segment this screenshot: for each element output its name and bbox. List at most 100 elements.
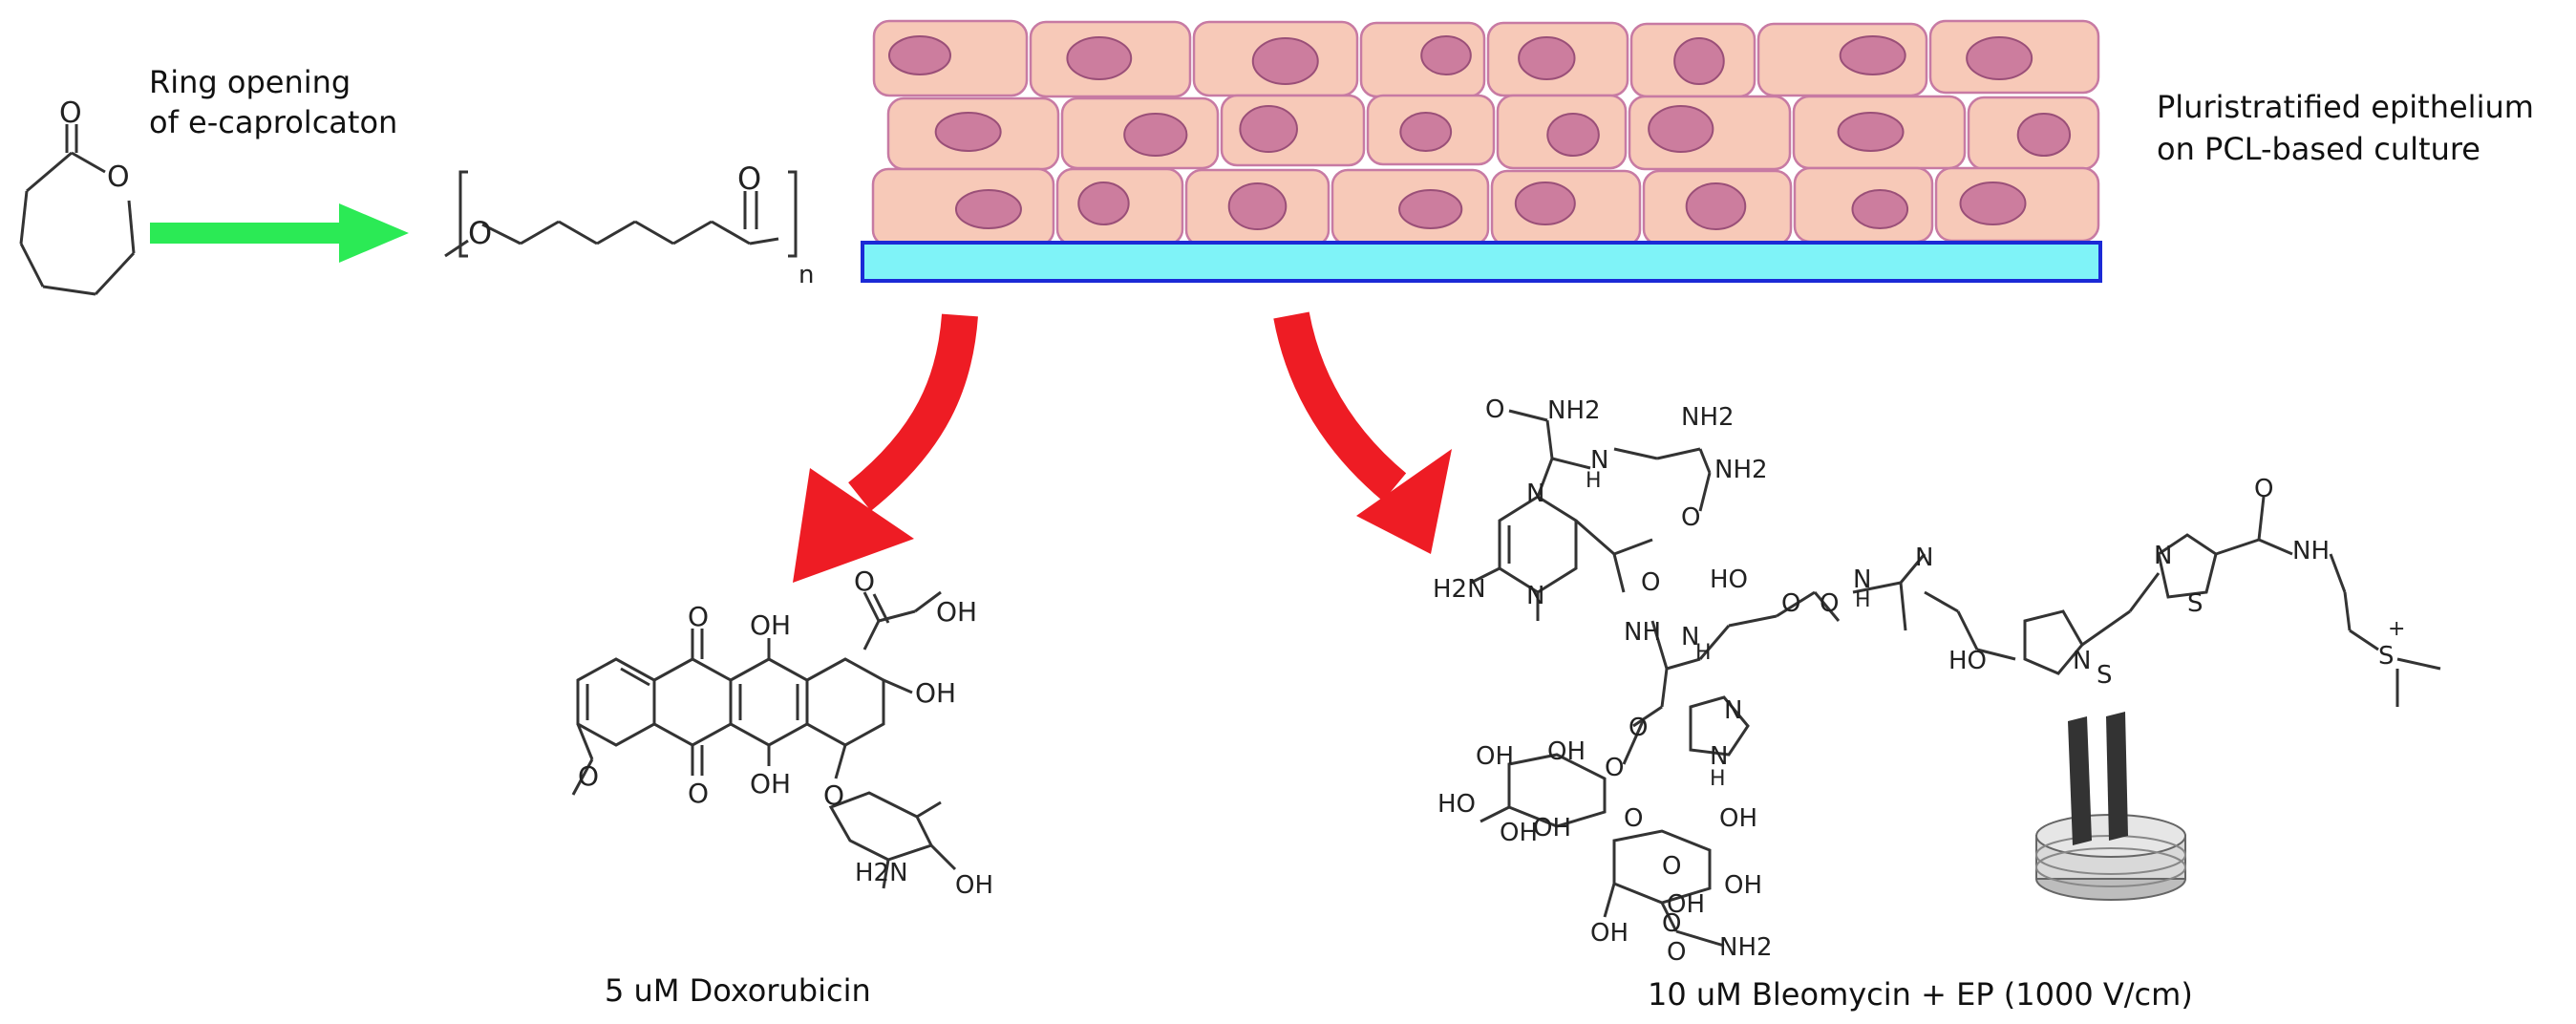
bleo-o-7: O xyxy=(1781,589,1800,618)
bleo-nh2-3: NH2 xyxy=(1714,456,1768,484)
bleo-nh-1: NH xyxy=(1624,618,1661,647)
bleo-o-2: O xyxy=(1681,503,1700,532)
bleo-h-1: H xyxy=(1586,469,1602,493)
bleo-oh-8: OH xyxy=(1667,890,1705,919)
bleo-n-6: N xyxy=(1710,742,1728,771)
bleo-o-1: O xyxy=(1485,395,1504,424)
bleo-n-4: N xyxy=(1853,565,1871,594)
bleomycin-structure: O NH2 NH2 H N O NH2 N N H2N O HO O N H N… xyxy=(1433,395,2441,967)
epithelium-cell-layers xyxy=(871,19,2100,247)
ring-opening-line-2: of e-caprolcaton xyxy=(149,104,398,140)
bleo-n-10: N xyxy=(1681,623,1699,651)
bleo-h-3: H xyxy=(1710,767,1726,791)
pcl-scaffold xyxy=(861,241,2102,283)
cell-nucleus xyxy=(1546,113,1600,157)
green-arrow xyxy=(150,203,409,263)
epithelium-line-2: on PCL-based culture xyxy=(2157,131,2480,167)
ring-opening-label: Ring opening of e-caprolcaton xyxy=(149,62,397,142)
cell-nucleus xyxy=(1648,105,1714,153)
dox-o-top: O xyxy=(688,601,709,632)
bleo-h-4: H xyxy=(1695,641,1712,665)
bleo-o-6: O xyxy=(2254,475,2273,503)
carbonyl-o-label: O xyxy=(59,96,82,130)
bleo-n-8: N xyxy=(2154,542,2172,570)
cell-nucleus xyxy=(888,35,951,75)
cell-nucleus xyxy=(1420,35,1472,75)
dox-sugar-oh: OH xyxy=(955,871,993,900)
dox-ch2oh: OH xyxy=(936,596,977,628)
cell-nucleus xyxy=(934,112,1002,152)
dox-glycoside-o: O xyxy=(823,779,844,811)
bleo-ho-3: HO xyxy=(1437,790,1476,819)
cell-nucleus xyxy=(1514,181,1576,225)
cell-nucleus xyxy=(1123,113,1188,157)
bleo-ho-1: HO xyxy=(1710,565,1748,594)
doxorubicin-label: 5 uM Doxorubicin xyxy=(605,972,871,1009)
epithelium-line-1: Pluristratified epithelium xyxy=(2157,89,2534,125)
dox-oh-bottom: OH xyxy=(750,768,791,800)
cell-nucleus xyxy=(1837,112,1905,152)
cell-nucleus xyxy=(1673,37,1725,85)
cell-nucleus xyxy=(1066,36,1133,80)
bleo-charge: + xyxy=(2388,617,2405,641)
bleo-oh-1: OH xyxy=(1547,737,1586,766)
dox-amine: H2N xyxy=(855,859,908,887)
bleo-oh-2: OH xyxy=(1476,742,1514,771)
cell-nucleus xyxy=(1851,189,1909,229)
bleo-nh2-1: NH2 xyxy=(1547,396,1601,425)
bleo-oh-5: OH xyxy=(1719,804,1757,833)
bleo-oh-6: OH xyxy=(1724,871,1762,900)
bleo-o-12: O xyxy=(1662,909,1681,938)
dox-tertiary-oh: OH xyxy=(915,677,956,709)
dox-o-bottom: O xyxy=(688,778,709,809)
polymer-ester-o-label: O xyxy=(468,215,492,251)
cell-nucleus xyxy=(1518,36,1576,80)
bleo-o-3: O xyxy=(1641,568,1660,597)
cell-nucleus xyxy=(1959,181,2027,225)
cell-nucleus xyxy=(1685,182,1747,230)
bleo-nh2-carbamoyl: NH2 xyxy=(1719,933,1773,962)
cell-nucleus xyxy=(1251,37,1319,85)
cell-nucleus xyxy=(1839,35,1906,75)
bleo-n-9: N xyxy=(1915,544,1933,572)
polymer-carbonyl-o-label: O xyxy=(737,160,761,197)
cell-nucleus xyxy=(1398,189,1463,229)
bleo-oh-4: OH xyxy=(1533,814,1571,843)
polymer-subscript-n: n xyxy=(798,261,814,289)
cell-nucleus xyxy=(1399,112,1453,152)
bleo-n-1: N xyxy=(1590,446,1608,475)
bleo-oh-3: OH xyxy=(1500,819,1538,847)
bleo-n-2: N xyxy=(1526,480,1544,508)
pcl-polymer-structure: O O n xyxy=(444,160,814,289)
bleo-oh-7: OH xyxy=(1590,919,1629,948)
bleo-o-4: O xyxy=(1820,589,1839,618)
cell-nucleus xyxy=(1227,182,1288,230)
bleo-nh2-2: NH2 xyxy=(1681,403,1735,432)
bleo-h2n: H2N xyxy=(1433,575,1486,604)
bleo-o-10: O xyxy=(1662,852,1681,881)
dox-ketone-o: O xyxy=(854,565,875,597)
bleo-n-5: N xyxy=(1724,696,1742,725)
dox-oh-top: OH xyxy=(750,609,791,641)
bleo-o-8: O xyxy=(1605,754,1624,782)
bleo-s-plus: S xyxy=(2378,642,2395,671)
cell-nucleus xyxy=(1966,36,2033,80)
bleo-n-7: N xyxy=(2073,647,2091,675)
bleo-n-3: N xyxy=(1526,582,1544,610)
bleo-s-2: S xyxy=(2187,589,2203,618)
cell-nucleus xyxy=(1077,181,1130,225)
red-arrow-left xyxy=(793,313,978,583)
cell-nucleus xyxy=(1239,105,1298,153)
cell-nucleus xyxy=(954,189,1022,229)
bleo-o-11: O xyxy=(1667,938,1686,967)
cell-nucleus xyxy=(2016,113,2072,157)
dox-methoxy-o: O xyxy=(578,760,599,792)
bleo-h-2: H xyxy=(1855,588,1871,612)
ring-o-label: O xyxy=(107,160,130,194)
epithelium-label: Pluristratified epithelium on PCL-based … xyxy=(2157,86,2534,170)
bleo-o-9: O xyxy=(1624,804,1643,833)
caprolactone-structure: O O xyxy=(19,96,136,296)
red-arrow-right xyxy=(1273,311,1452,554)
bleomycin-label: 10 uM Bleomycin + EP (1000 V/cm) xyxy=(1648,976,2193,1013)
